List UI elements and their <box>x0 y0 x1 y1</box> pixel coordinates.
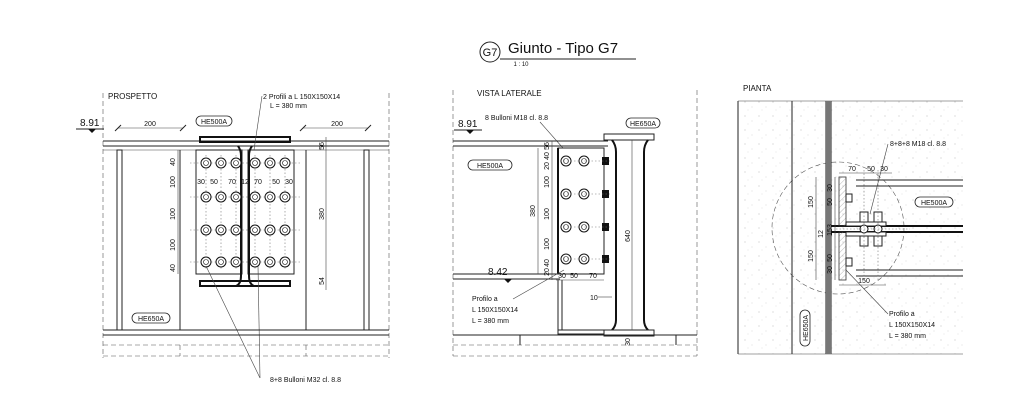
dim-30-laterale-bottom: 30 <box>625 338 632 346</box>
note-bolts-pianta: 8+8+8 M18 cl. 8.8 <box>890 141 946 148</box>
note-profile-pianta-1: Profilo a <box>889 311 915 318</box>
vdim-56-laterale: 56 <box>544 142 551 150</box>
note-bolts-prospetto: 8+8 Bulloni M32 cl. 8.8 <box>270 377 341 384</box>
drawing-scale: 1 : 10 <box>513 62 529 68</box>
level-8-91-prospetto: 8.91 <box>80 118 100 129</box>
view-label-pianta: PIANTA <box>743 84 772 93</box>
vdim-50-pianta-b: 50 <box>827 254 834 262</box>
hdim-150-pianta: 150 <box>858 278 870 285</box>
vdim-30-pianta-b: 30 <box>827 266 834 274</box>
view-vista-laterale: VISTA LATERALE 8.91 8 Bulloni M18 cl. 8.… <box>452 89 698 357</box>
note-bolts-laterale: 8 Bulloni M18 cl. 8.8 <box>485 115 548 122</box>
dim-70-b: 70 <box>254 179 262 186</box>
tag-he650a-prospetto: HE650A <box>138 316 164 323</box>
vdim-380-laterale: 380 <box>530 205 537 217</box>
dim-200-left: 200 <box>144 121 156 128</box>
dim-12-a: 12 <box>241 179 249 186</box>
vdim-20-laterale-bottom: 20 <box>544 268 551 276</box>
dim-30-b: 30 <box>285 179 293 186</box>
bolt-group-prospetto <box>200 157 291 268</box>
tag-he650a-laterale: HE650A <box>630 121 656 128</box>
vdim-150-pianta-a: 150 <box>808 196 815 208</box>
tag-he500a-prospetto: HE500A <box>201 119 227 126</box>
level-8-91-laterale: 8.91 <box>458 119 478 130</box>
hdim-50-laterale: 50 <box>570 273 578 280</box>
note-profiles-line1: 2 Profili a L 150X150X14 <box>263 94 340 101</box>
dim-70-a: 70 <box>228 179 236 186</box>
note-profile-laterale-3: L = 380 mm <box>472 318 509 325</box>
vdim-100-laterale-c: 100 <box>544 238 551 250</box>
vdim-100-laterale-b: 100 <box>544 208 551 220</box>
vdim-380: 380 <box>319 208 326 220</box>
level-8-42-laterale: 8.42 <box>488 267 508 278</box>
hdim-50-pianta: 50 <box>867 166 875 173</box>
vdim-50-pianta-a: 50 <box>827 198 834 206</box>
vdim-100-a: 100 <box>170 176 177 188</box>
dim-200-right: 200 <box>331 121 343 128</box>
view-prospetto: PROSPETTO 8.91 200 200 HE500A <box>76 92 390 384</box>
dim-50-a: 50 <box>210 179 218 186</box>
vdim-100-laterale-a: 100 <box>544 176 551 188</box>
hdim-70-pianta: 70 <box>848 166 856 173</box>
note-profiles-line2: L = 380 mm <box>270 103 307 110</box>
view-label-prospetto: PROSPETTO <box>108 92 157 101</box>
vdim-56: 56 <box>319 142 326 150</box>
tag-he500a-pianta: HE500A <box>921 200 947 207</box>
hdim-30-laterale: 30 <box>558 273 566 280</box>
vdim-100-c: 100 <box>170 239 177 251</box>
note-profile-laterale-2: L 150X150X14 <box>472 307 518 314</box>
note-profile-pianta-3: L = 380 mm <box>889 333 926 340</box>
tag-he500a-laterale: HE500A <box>477 163 503 170</box>
detail-badge: G7 <box>483 47 498 59</box>
dim-50-b: 50 <box>272 179 280 186</box>
vdim-100-b: 100 <box>170 208 177 220</box>
drawing-title-text: Giunto - Tipo G7 <box>508 40 618 57</box>
tag-he650a-pianta: HE650A <box>803 315 810 341</box>
dim-10-laterale: 10 <box>590 295 598 302</box>
detail-badge-circle <box>479 41 501 63</box>
vdim-40-laterale-top: 40 <box>544 152 551 160</box>
vdim-40-bottom: 40 <box>170 264 177 272</box>
vdim-20-laterale-top: 20 <box>544 162 551 170</box>
vdim-54: 54 <box>319 277 326 285</box>
vdim-12-pianta: 12 <box>818 230 825 238</box>
hdim-70-laterale: 70 <box>589 273 597 280</box>
dim-30-a: 30 <box>197 179 205 186</box>
vdim-640: 640 <box>625 230 632 242</box>
note-profile-pianta-2: L 150X150X14 <box>889 322 935 329</box>
drawing-title: G7 Giunto - Tipo G7 1 : 10 <box>479 40 636 68</box>
vdim-150-pianta-b: 150 <box>808 250 815 262</box>
note-profile-laterale-1: Profilo a <box>472 296 498 303</box>
vdim-153-pianta: 153 <box>827 224 834 236</box>
view-pianta: PIANTA <box>737 84 963 355</box>
vdim-40-top: 40 <box>170 158 177 166</box>
hdim-30-pianta: 30 <box>880 166 888 173</box>
view-label-laterale: VISTA LATERALE <box>477 89 542 98</box>
vdim-30-pianta-a: 30 <box>827 184 834 192</box>
vdim-40-laterale-bottom: 40 <box>544 259 551 267</box>
